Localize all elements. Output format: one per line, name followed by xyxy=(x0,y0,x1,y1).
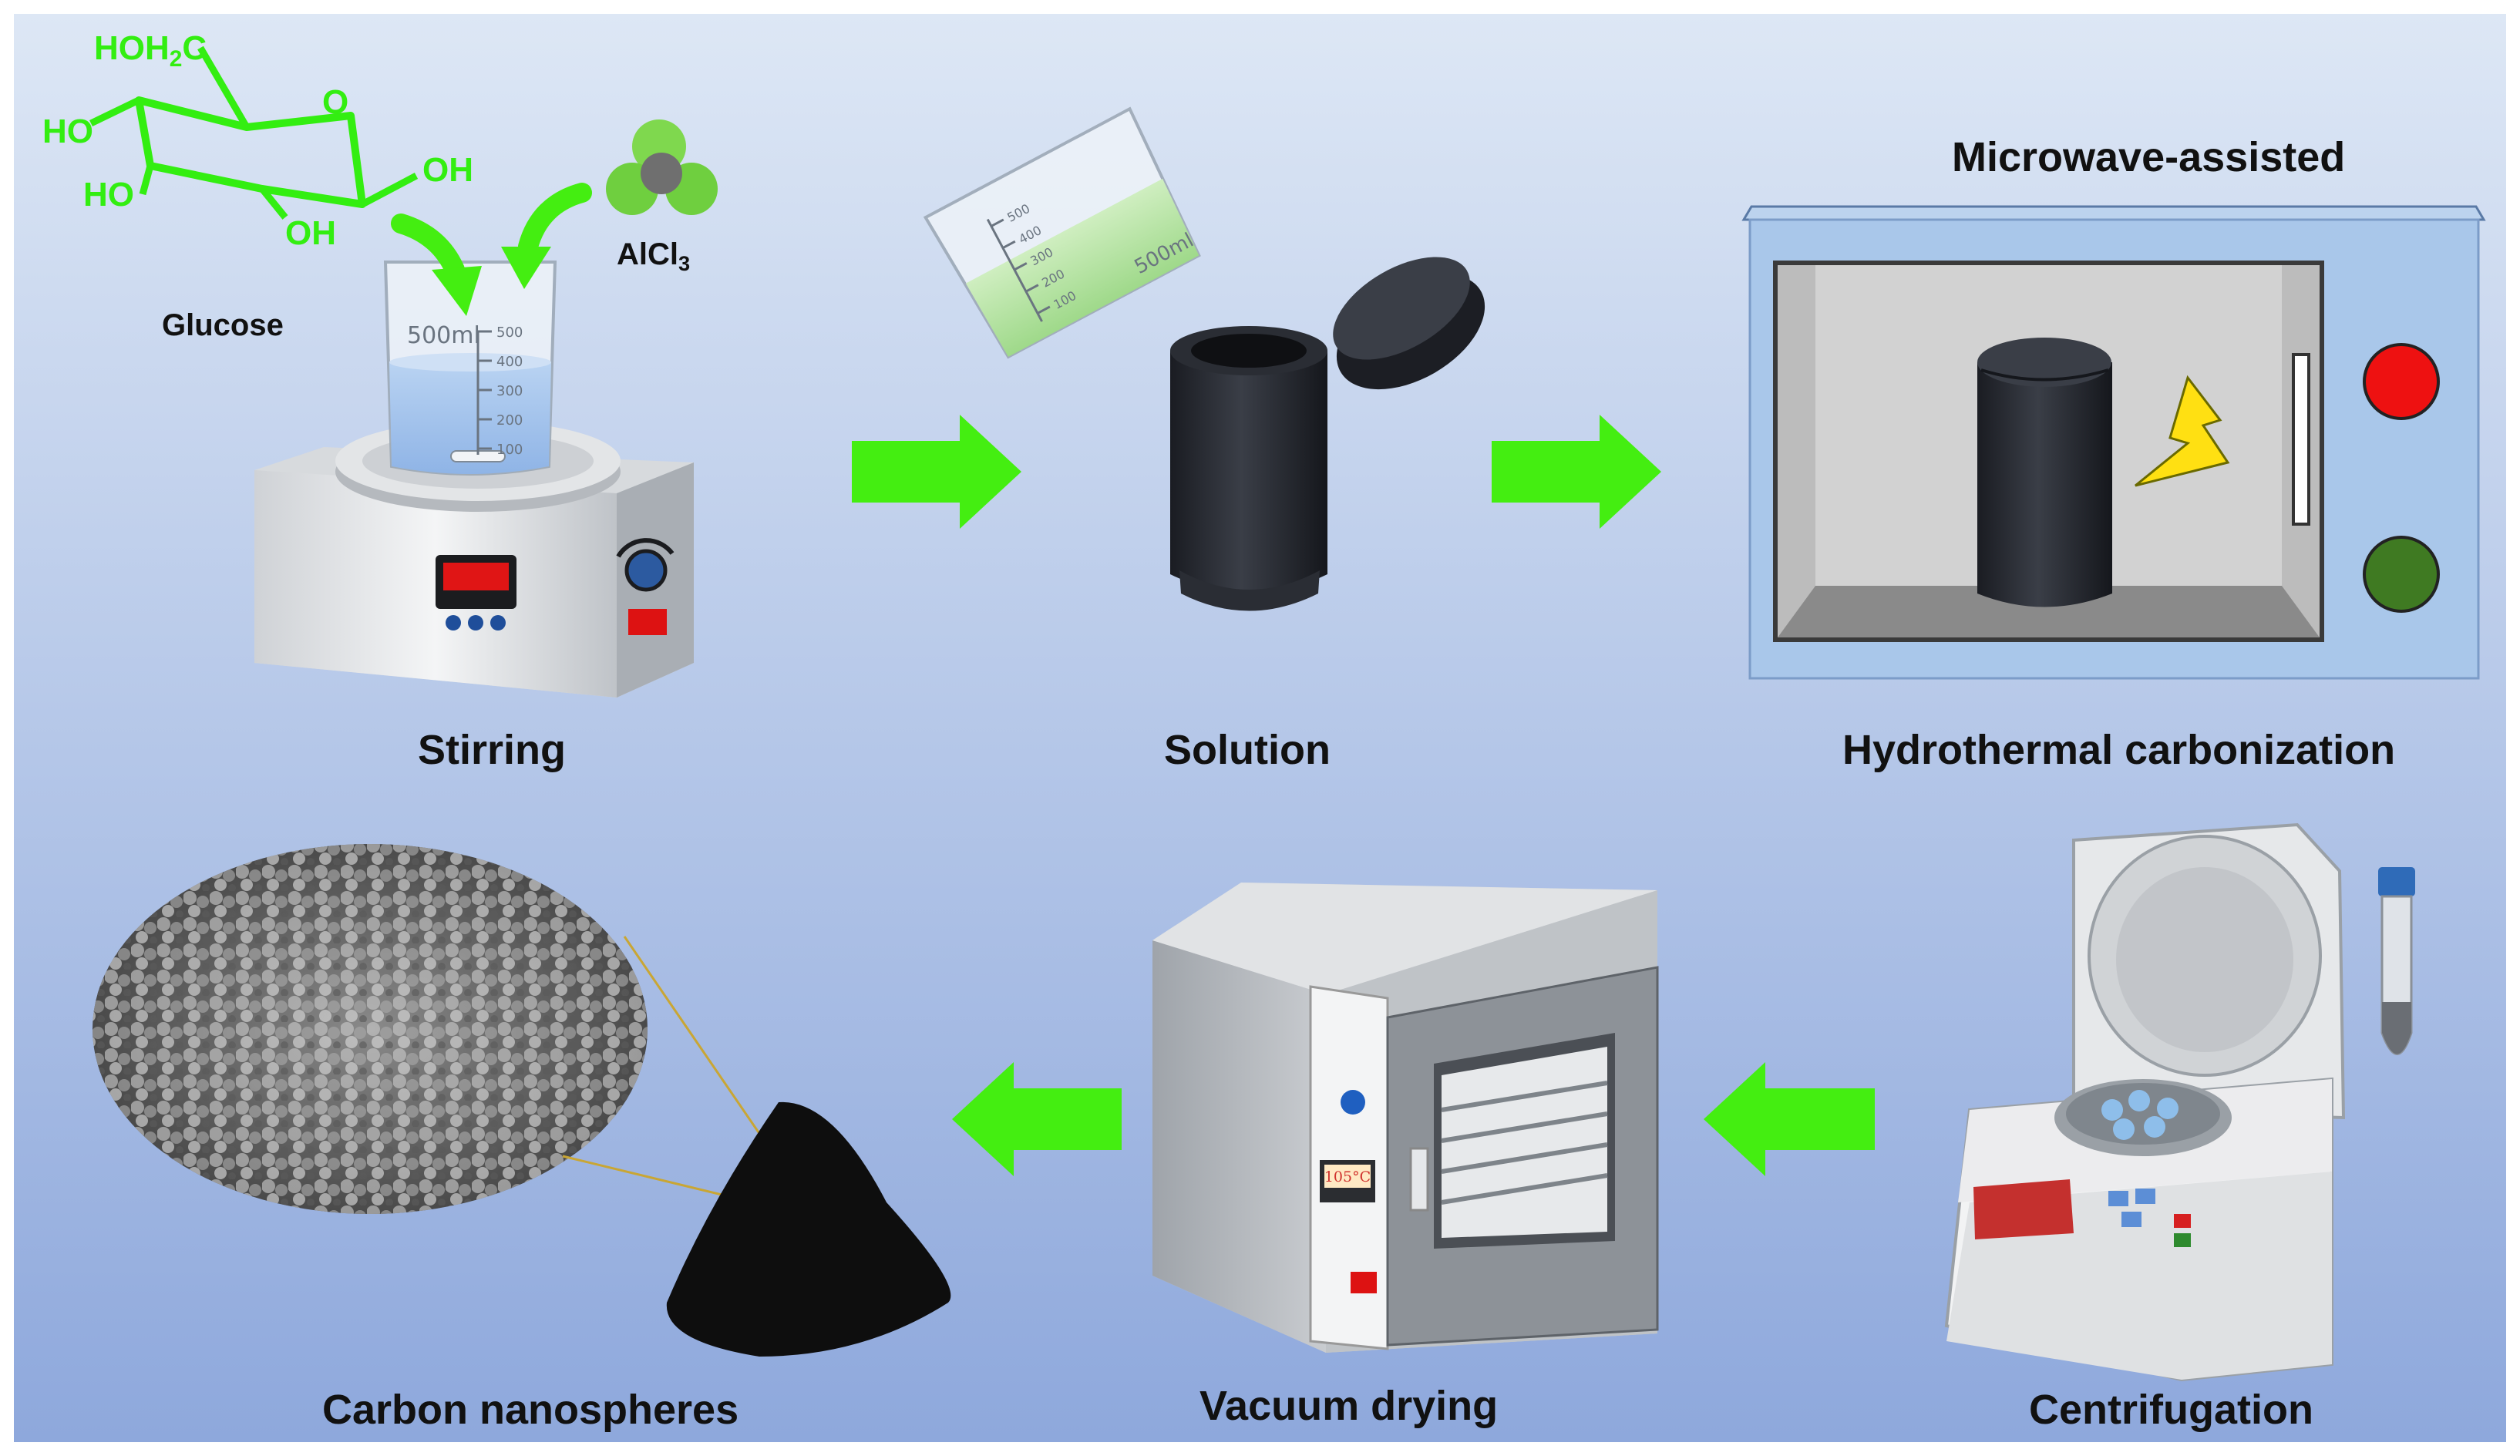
sem-image xyxy=(93,844,648,1214)
rotate-arrow-icon xyxy=(616,538,675,558)
tilted-beaker-tick xyxy=(1002,240,1016,249)
arrow-left-icon xyxy=(1704,1062,1875,1176)
autoclave-in-microwave xyxy=(1977,338,2112,607)
tilted-beaker-tick xyxy=(1037,305,1051,314)
oven-temperature: 105°C xyxy=(1324,1168,1371,1185)
beaker-tick-label: 200 xyxy=(496,412,523,429)
arrow-left-icon xyxy=(952,1062,1122,1176)
tilted-beaker-tick xyxy=(1014,262,1028,271)
hydroxyl-bottom: OH xyxy=(285,214,336,252)
stage-label-carbon-nanospheres: Carbon nanospheres xyxy=(322,1387,739,1433)
beaker-tick-label: 400 xyxy=(496,354,523,370)
stage-label-stirring: Stirring xyxy=(418,727,567,773)
beaker-tick-label: 300 xyxy=(496,383,523,399)
centrifuge-display xyxy=(1973,1179,2074,1239)
centrifuge xyxy=(1944,822,2346,1382)
ring-oxygen: O xyxy=(322,83,349,121)
green-button xyxy=(2363,536,2440,613)
oven-knob-icon xyxy=(1341,1090,1365,1115)
curved-arrow-icon xyxy=(391,214,465,280)
alcl3-molecule xyxy=(606,119,718,215)
vacuum-oven: 105°C xyxy=(1152,883,1659,1353)
power-switch xyxy=(628,609,667,635)
oven-switch xyxy=(1351,1272,1377,1293)
glucose-structure xyxy=(89,45,419,220)
lightning-icon xyxy=(2135,375,2230,487)
autoclave-jar xyxy=(1170,326,1327,611)
beaker-500ml: 500ml 500 400 300 200 100 xyxy=(383,261,557,476)
beaker-tick-label: 500 xyxy=(496,324,523,341)
glucose-label: Glucose xyxy=(162,308,284,342)
alcl3-label: AlCl3 xyxy=(617,237,691,276)
beaker-tick-label: 100 xyxy=(496,442,523,458)
knob-icon xyxy=(624,549,668,592)
microwave-oven xyxy=(1741,205,2486,680)
hydroxyl-lower-left: HO xyxy=(83,176,134,214)
beaker-volume-label: 500ml xyxy=(407,322,480,349)
hydroxyl-right: OH xyxy=(422,151,473,189)
centrifuge-tube xyxy=(2378,867,2415,1055)
stage-label-vacuum-drying: Vacuum drying xyxy=(1199,1383,1499,1429)
red-button xyxy=(2363,343,2440,420)
stage-label-solution: Solution xyxy=(1164,727,1331,773)
microwave-assisted-label: Microwave-assisted xyxy=(1952,134,2346,180)
arrowhead-icon xyxy=(501,247,551,289)
curved-arrow-icon xyxy=(518,183,592,257)
tilted-beaker-tick xyxy=(1025,284,1039,293)
ch2oh-group: HOH2C xyxy=(94,29,207,72)
arrow-right-icon xyxy=(1492,415,1661,529)
arrowhead-icon xyxy=(432,266,482,316)
carbon-powder-pile xyxy=(666,1101,951,1357)
autoclave-lid xyxy=(1333,257,1485,390)
stage-label-centrifugation: Centrifugation xyxy=(2029,1387,2313,1433)
arrow-right-icon xyxy=(852,415,1021,529)
hydroxyl-left: HO xyxy=(42,113,93,150)
stage-label-hydrothermal: Hydrothermal carbonization xyxy=(1842,727,2396,773)
tilted-beaker-tick xyxy=(991,218,1004,227)
